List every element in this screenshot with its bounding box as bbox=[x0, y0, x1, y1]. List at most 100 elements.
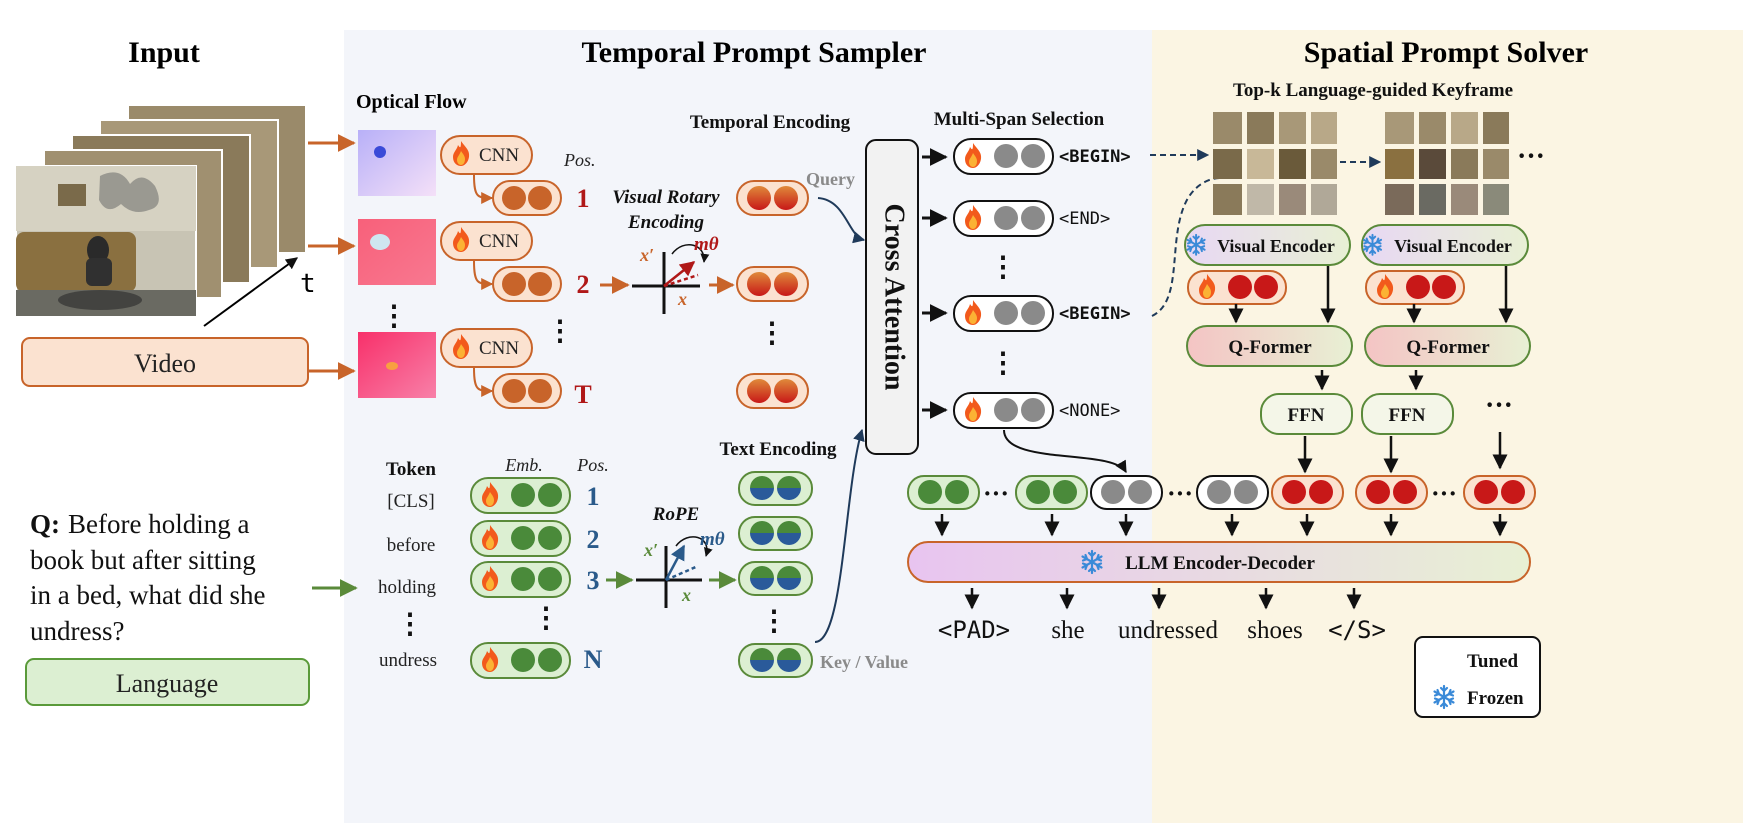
seq-ellipsis-3: ··· bbox=[1431, 479, 1457, 508]
text-rotation-diagram bbox=[636, 536, 713, 608]
seq-token-gray-1 bbox=[1090, 475, 1163, 510]
token-header: Token bbox=[386, 459, 436, 480]
ffn-1 bbox=[1260, 393, 1353, 435]
ffn-ellipsis: ··· bbox=[1485, 390, 1513, 421]
video-label: Video bbox=[134, 349, 196, 378]
seq-ellipsis-1: ··· bbox=[983, 479, 1009, 508]
llm-output-arrows bbox=[964, 588, 1362, 610]
rope-title: RoPE bbox=[652, 504, 699, 525]
begin2-to-keyframe-dashed-link bbox=[1151, 177, 1221, 317]
keyframe-ellipsis: ··· bbox=[1517, 141, 1545, 172]
visual-encoder-1 bbox=[1184, 224, 1351, 266]
key-value-label: Key / Value bbox=[820, 652, 908, 672]
llm-label: LLM Encoder-Decoder bbox=[1125, 553, 1315, 574]
video-box bbox=[21, 337, 309, 387]
qformer-2 bbox=[1364, 325, 1531, 367]
output-end: </S> bbox=[1328, 616, 1386, 644]
language-label: Language bbox=[116, 669, 219, 698]
output-she: she bbox=[1051, 617, 1084, 644]
flow-ellipsis: ⋮ bbox=[380, 301, 408, 332]
text-pos-1: 1 bbox=[587, 482, 600, 511]
text-axis-x: x bbox=[681, 585, 691, 605]
span-ellipsis-1: ⋮ bbox=[989, 252, 1017, 283]
token-ellipsis: ⋮ bbox=[396, 609, 424, 640]
text-pos-2: 2 bbox=[587, 525, 600, 554]
output-pad: <PAD> bbox=[938, 616, 1010, 644]
seq-token-green-2 bbox=[1015, 475, 1088, 510]
temporal-token-1 bbox=[736, 180, 809, 216]
text-pos-N: N bbox=[584, 645, 603, 674]
query-token-1 bbox=[1187, 270, 1287, 305]
text-token-2 bbox=[738, 516, 813, 551]
token-before: before bbox=[387, 535, 436, 556]
question-line-2: book but after sitting bbox=[30, 545, 256, 575]
text-angle: mθ bbox=[700, 529, 725, 550]
seq-token-gray-2 bbox=[1196, 475, 1269, 510]
legend-box bbox=[1414, 636, 1541, 718]
span-token-4 bbox=[953, 392, 1054, 429]
span-label-none: <NONE> bbox=[1059, 401, 1120, 421]
span-token-3 bbox=[953, 295, 1054, 332]
key-value-arrow bbox=[814, 428, 865, 643]
visual-pos-1: 1 bbox=[577, 184, 590, 213]
visual-encoder-2 bbox=[1361, 224, 1529, 266]
span-arrows bbox=[922, 148, 948, 419]
ffn-2-label: FFN bbox=[1389, 405, 1426, 426]
qformer-1-label: Q-Former bbox=[1228, 337, 1312, 358]
token-undress: undress bbox=[379, 650, 437, 671]
cnn2-to-feature-arrow bbox=[473, 260, 494, 290]
query-token-2 bbox=[1365, 270, 1465, 305]
cnn-box-2: CNN bbox=[440, 221, 533, 261]
cnn3-to-feature-arrow bbox=[473, 367, 494, 397]
span-token-2 bbox=[953, 200, 1054, 237]
token-holding: holding bbox=[378, 577, 437, 598]
seq-to-llm-arrows bbox=[934, 514, 1508, 537]
optical-flow-image-2 bbox=[358, 219, 436, 285]
question-line-3: in a bed, what did she bbox=[30, 580, 265, 610]
visual-axis-x: x bbox=[677, 289, 687, 309]
cnn1-to-feature-arrow bbox=[473, 174, 494, 204]
cnn-box-1: CNN bbox=[440, 135, 533, 175]
visual-rotation-diagram bbox=[632, 244, 710, 314]
temporal-token-2 bbox=[736, 266, 809, 302]
text-embedding-1 bbox=[470, 477, 571, 514]
legend-tuned-label: Tuned bbox=[1467, 651, 1518, 672]
optical-flow-title: Optical Flow bbox=[356, 91, 467, 113]
temporal-token-ellipsis: ⋮ bbox=[758, 318, 786, 349]
llm-box bbox=[907, 541, 1531, 583]
seq-ellipsis-2: ··· bbox=[1167, 479, 1193, 508]
visual-pos-T: T bbox=[574, 380, 591, 409]
keyframe-grid-2 bbox=[1385, 112, 1509, 215]
none-to-sequence-arrow bbox=[1003, 429, 1127, 474]
video-frame-stack bbox=[15, 104, 307, 317]
output-shoes: shoes bbox=[1247, 617, 1303, 644]
topk-title: Top-k Language-guided Keyframe bbox=[1233, 80, 1513, 101]
token-cls: [CLS] bbox=[387, 491, 435, 512]
input-title: Input bbox=[128, 36, 200, 69]
visual-feature-ellipsis: ⋮ bbox=[546, 316, 574, 347]
qformer-1 bbox=[1186, 325, 1353, 367]
span-label-end: <END> bbox=[1059, 209, 1110, 229]
text-embedding-3 bbox=[470, 561, 571, 598]
visual-axis-xprime: x′ bbox=[639, 245, 654, 265]
text-pos-3: 3 bbox=[587, 566, 600, 595]
output-undressed: undressed bbox=[1118, 617, 1218, 644]
seq-token-red-2 bbox=[1355, 475, 1428, 510]
visual-angle: mθ bbox=[694, 234, 719, 255]
text-embedding-ellipsis: ⋮ bbox=[532, 603, 560, 634]
qformer-input-arrows bbox=[1228, 266, 1514, 324]
visual-encoder-2-label: Visual Encoder bbox=[1394, 236, 1512, 256]
temporal-token-3 bbox=[736, 373, 809, 409]
cross-attention-label: Cross Attention bbox=[879, 204, 910, 391]
span-label-begin-1: <BEGIN> bbox=[1059, 147, 1131, 167]
text-token-3 bbox=[738, 561, 813, 596]
keyframe-grid-1 bbox=[1213, 112, 1337, 215]
seq-token-green-1 bbox=[907, 475, 980, 510]
text-token-4 bbox=[738, 643, 813, 678]
language-box bbox=[25, 658, 310, 706]
temporal-encoding-title: Temporal Encoding bbox=[690, 112, 851, 133]
visual-feature-2 bbox=[492, 266, 562, 302]
cross-attention-box bbox=[865, 139, 919, 455]
multispan-title: Multi-Span Selection bbox=[934, 109, 1105, 130]
